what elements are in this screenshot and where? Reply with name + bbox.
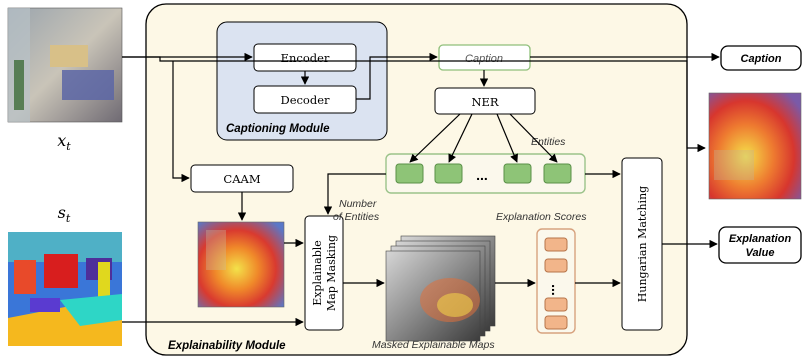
score-box-3	[544, 297, 568, 312]
entities-label: Entities	[531, 136, 566, 148]
map-masking-label-2: Map Masking	[325, 235, 338, 311]
score-box-4	[544, 315, 568, 330]
output-caption-box	[720, 45, 802, 71]
decoder-label: Decoder	[280, 93, 330, 107]
ner-block	[434, 87, 536, 115]
input-frame-image	[7, 7, 123, 123]
score-box-2	[544, 258, 568, 273]
input-frame-label: xt	[57, 131, 71, 153]
entity-box-3	[503, 163, 532, 184]
explanation-scores-label: Explanation Scores	[496, 211, 587, 223]
hungarian-matching-label: Hungarian Matching	[636, 186, 649, 302]
map-masking-block	[304, 215, 344, 331]
output-explanation-label-2: Value	[746, 247, 775, 259]
encoder-label: Encoder	[281, 51, 330, 65]
entity-box-4	[543, 163, 572, 184]
segmentation-label: st	[58, 203, 71, 225]
output-explanation-box	[718, 226, 802, 264]
explainability-module-label: Explainability Module	[168, 340, 286, 352]
connectors	[122, 52, 720, 327]
caption-block-label: Caption	[465, 53, 503, 65]
entity-ellipsis: ...	[476, 167, 488, 183]
captioning-module-label: Captioning Module	[226, 123, 330, 135]
output-explanation-label-1: Explanation	[729, 233, 792, 245]
score-ellipsis: ...	[549, 284, 565, 296]
masked-explainable-maps-stack	[385, 235, 496, 342]
caam-label: CAAM	[223, 172, 260, 186]
ner-label: NER	[471, 95, 498, 109]
output-caption-label: Caption	[741, 53, 782, 65]
entity-box-1	[395, 163, 424, 184]
number-of-entities-label-2: of Entities	[333, 211, 380, 223]
segmentation-map-image	[8, 232, 122, 346]
output-heatmap-image	[708, 92, 802, 200]
masked-maps-label: Masked Explainable Maps	[372, 339, 495, 351]
score-box-1	[544, 237, 568, 252]
map-masking-label-1: Explainable	[311, 240, 324, 306]
entity-box-2	[434, 163, 463, 184]
caam-heatmap-image	[197, 221, 285, 308]
number-of-entities-label-1: Number	[339, 198, 377, 210]
